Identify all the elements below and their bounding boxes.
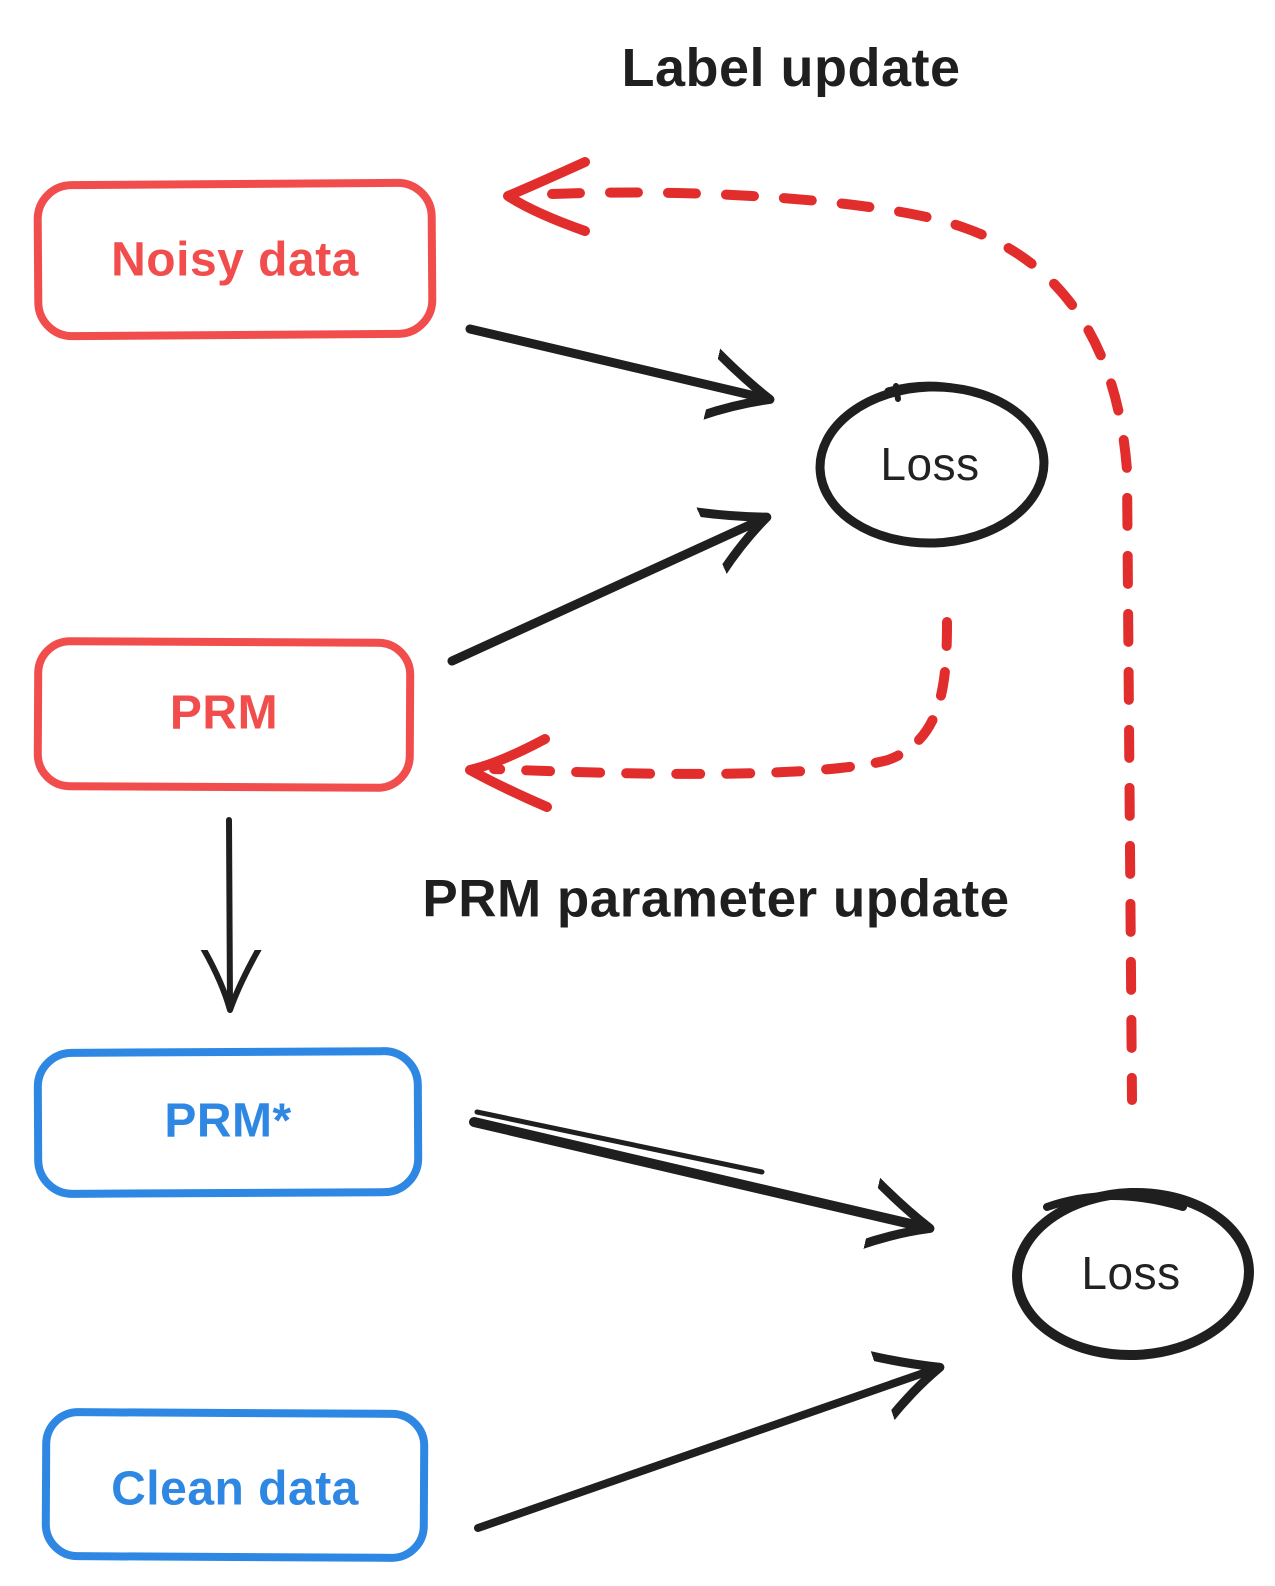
noisy-data-label: Noisy data bbox=[111, 233, 359, 287]
dashed-arrow-label-update-head bbox=[503, 157, 590, 236]
dashed-arrow-prm-update bbox=[489, 617, 952, 779]
arrow-prm-to-prmstar bbox=[229, 817, 230, 1008]
loss-bottom-sketch-stroke bbox=[1043, 1192, 1187, 1211]
loss-bottom-label: Loss bbox=[1081, 1247, 1181, 1299]
arrow-prm-to-loss bbox=[447, 518, 765, 666]
arrow-prmstar-to-loss-sketch-stroke bbox=[474, 1109, 765, 1175]
clean-data-box bbox=[41, 1408, 429, 1562]
noisy-data-box bbox=[33, 178, 437, 341]
prm-star-box bbox=[33, 1047, 423, 1198]
prm-parameter-update-caption: PRM parameter update bbox=[422, 869, 1010, 929]
loss-top-sketch-tick bbox=[893, 383, 901, 402]
arrow-prmstar-to-loss bbox=[469, 1117, 928, 1228]
arrow-noisy-to-loss bbox=[465, 324, 768, 399]
label-update-caption: Label update bbox=[621, 38, 961, 98]
loss-top-label: Loss bbox=[880, 438, 980, 490]
prm-box bbox=[33, 637, 415, 792]
prm-label: PRM bbox=[169, 686, 279, 740]
dashed-arrow-prm-update-head bbox=[465, 734, 552, 812]
prm-star-label: PRM* bbox=[164, 1094, 292, 1148]
clean-data-label: Clean data bbox=[111, 1462, 359, 1516]
dashed-arrow-label-update bbox=[547, 187, 1137, 1105]
arrow-clean-to-loss bbox=[474, 1368, 938, 1532]
